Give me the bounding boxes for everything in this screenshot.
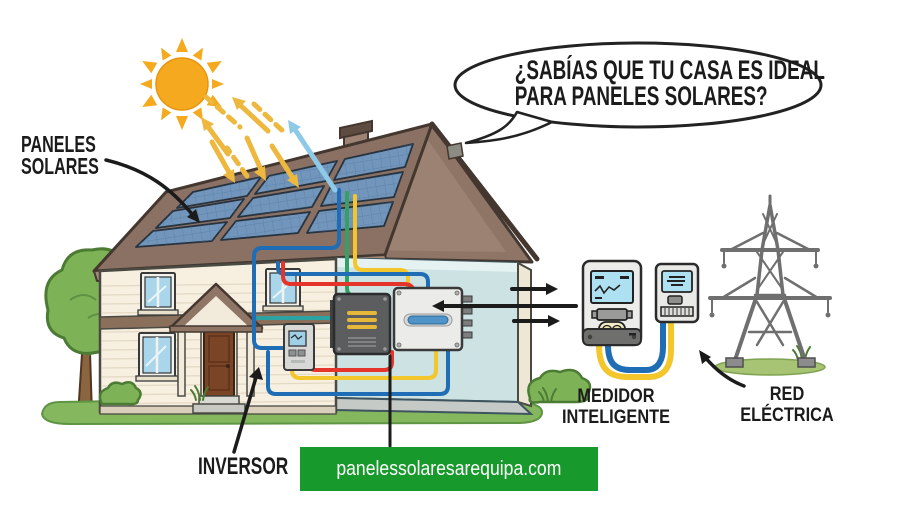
wire-yellow-loop	[290, 344, 438, 380]
inversor-pointer	[232, 372, 259, 454]
front-porch	[168, 282, 264, 414]
inverter-box	[330, 292, 392, 356]
annotation-arrows	[104, 158, 746, 454]
power-tower-icon	[708, 194, 832, 376]
reflection-arrow	[288, 120, 338, 193]
meter-cable	[596, 320, 674, 380]
sunray-arrows	[201, 94, 299, 188]
roof-vent	[446, 142, 464, 160]
solar-panel-array	[135, 143, 414, 248]
speech-bubble	[453, 41, 823, 145]
wire-blue-upper	[276, 261, 430, 294]
window-lower-left	[135, 332, 179, 382]
wire-blue-gable	[252, 188, 341, 350]
paneles-pointer	[104, 158, 194, 216]
label-inversor: INVERSOR	[198, 453, 289, 480]
sun-icon	[140, 38, 224, 130]
smart-meter-large	[581, 259, 643, 347]
website-url: panelessolaresarequipa.com	[336, 457, 562, 480]
bush-left	[98, 380, 142, 406]
bush-right	[527, 368, 592, 404]
label-medidor-inteligente: MEDIDOR INTELIGENTE	[561, 386, 671, 428]
website-banner: panelessolaresarequipa.com	[300, 447, 598, 491]
wire-blue-loop	[266, 348, 450, 396]
window-upper-right	[262, 268, 304, 312]
window-upper-left	[137, 272, 179, 316]
speech-bubble-text: ¿SABÍAS QUE TU CASA ES IDEAL PARA PANELE…	[514, 55, 825, 111]
smart-meter-small	[654, 262, 700, 324]
flow-arrows	[432, 283, 578, 327]
label-paneles-solares: PANELES SOLARES	[21, 131, 99, 179]
label-red-electrica: RED ELÉCTRICA	[740, 384, 834, 426]
wall-meter	[283, 323, 315, 371]
battery-unit	[392, 286, 473, 352]
